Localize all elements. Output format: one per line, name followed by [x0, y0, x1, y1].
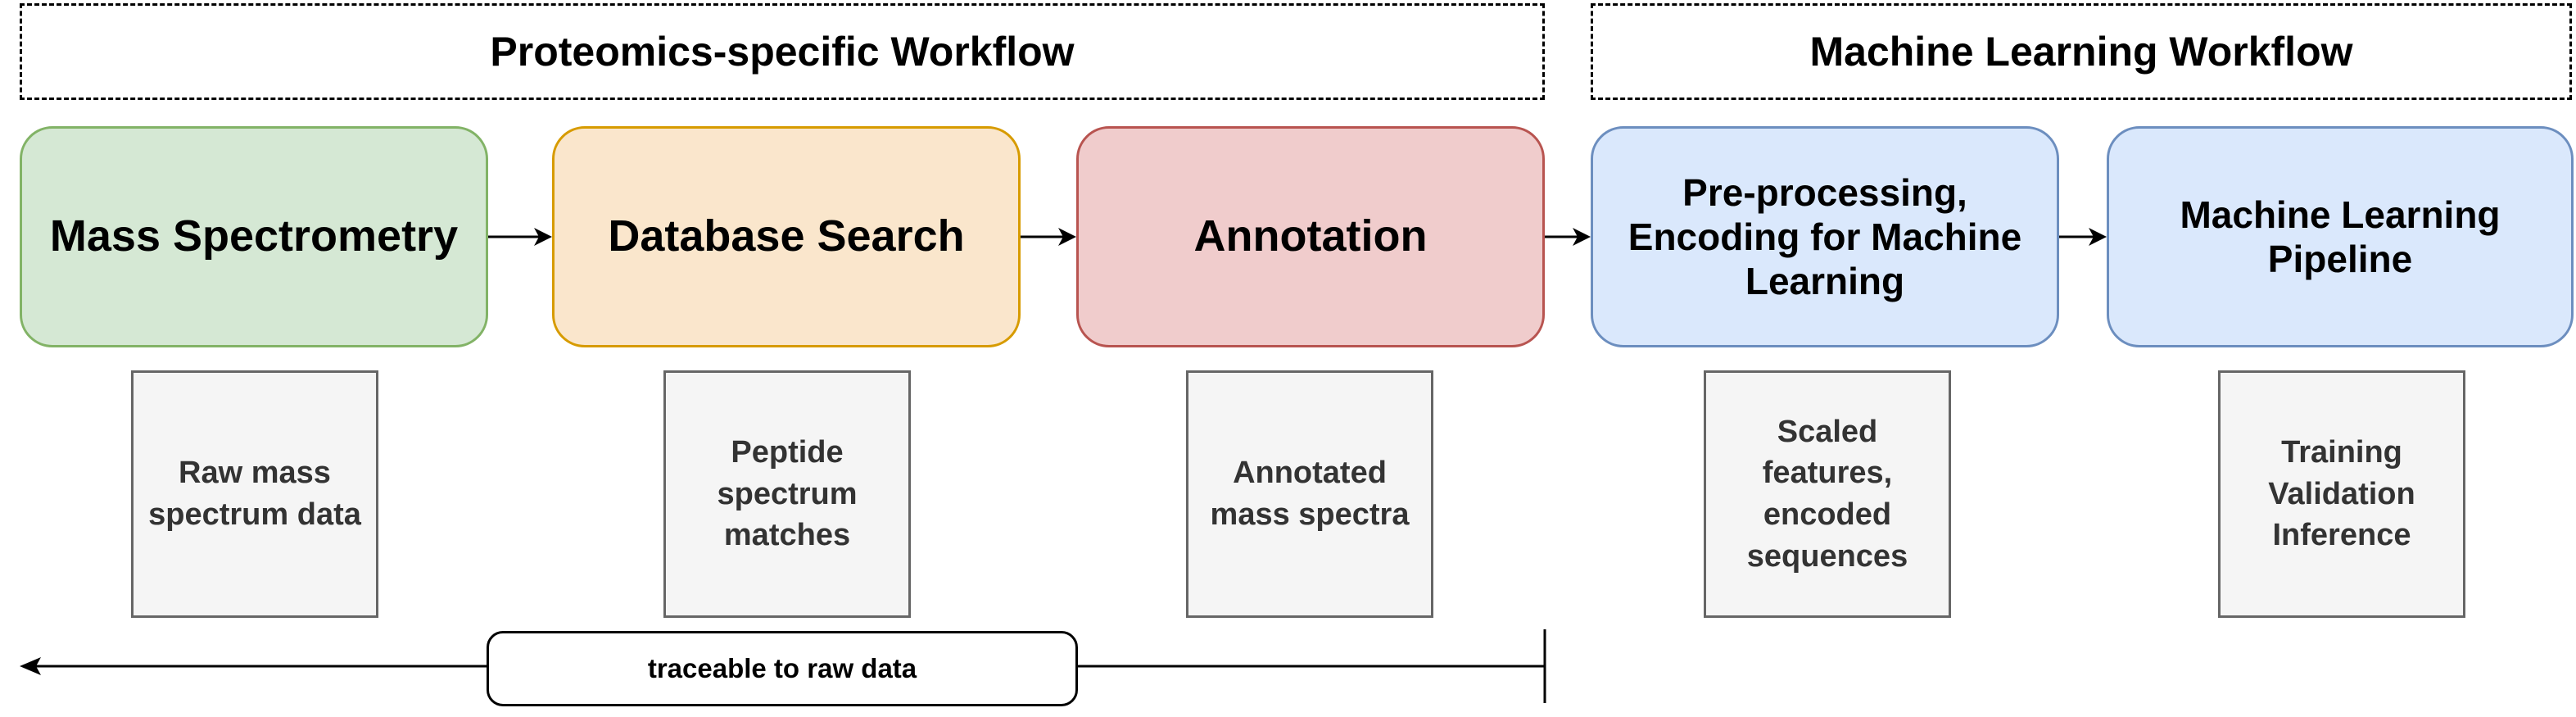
- stage-ml-pipeline: Machine Learning Pipeline: [2107, 126, 2574, 347]
- output-annotated-spectra: Annotated mass spectra: [1186, 370, 1433, 618]
- output-scaled-features-label: Scaled features, encoded sequences: [1746, 414, 1908, 574]
- arrow-preprocessing-to-ml: [2059, 228, 2107, 246]
- output-psm: Peptide spectrum matches: [663, 370, 911, 618]
- arrow-db-to-annotation: [1021, 228, 1076, 246]
- stage-database-search-label: Database Search: [608, 211, 965, 261]
- output-scaled-features: Scaled features, encoded sequences: [1704, 370, 1951, 618]
- output-psm-label: Peptide spectrum matches: [717, 435, 858, 553]
- stage-preprocessing: Pre-processing, Encoding for Machine Lea…: [1591, 126, 2059, 347]
- output-raw-data: Raw mass spectrum data: [131, 370, 378, 618]
- stage-preprocessing-label: Pre-processing, Encoding for Machine Lea…: [1628, 170, 2022, 303]
- stage-annotation: Annotation: [1076, 126, 1545, 347]
- output-annotated-spectra-label: Annotated mass spectra: [1210, 456, 1410, 532]
- stage-ml-pipeline-label: Machine Learning Pipeline: [2180, 193, 2501, 280]
- output-raw-data-label: Raw mass spectrum data: [148, 456, 361, 532]
- proteomics-workflow-title: Proteomics-specific Workflow: [490, 29, 1075, 75]
- traceability-label: traceable to raw data: [647, 653, 917, 683]
- ml-workflow-title: Machine Learning Workflow: [1809, 29, 2353, 75]
- ml-workflow-header: Machine Learning Workflow: [1591, 3, 2572, 100]
- stage-mass-spectrometry: Mass Spectrometry: [20, 126, 488, 347]
- stage-database-search: Database Search: [552, 126, 1021, 347]
- proteomics-workflow-header: Proteomics-specific Workflow: [20, 3, 1545, 100]
- arrow-annotation-to-preprocessing: [1545, 228, 1591, 246]
- output-training: Training Validation Inference: [2218, 370, 2465, 618]
- stage-annotation-label: Annotation: [1193, 211, 1428, 261]
- arrow-ms-to-db: [488, 228, 552, 246]
- traceability-label-box: traceable to raw data: [487, 631, 1078, 706]
- output-training-label: Training Validation Inference: [2268, 435, 2415, 553]
- stage-mass-spectrometry-label: Mass Spectrometry: [49, 211, 459, 261]
